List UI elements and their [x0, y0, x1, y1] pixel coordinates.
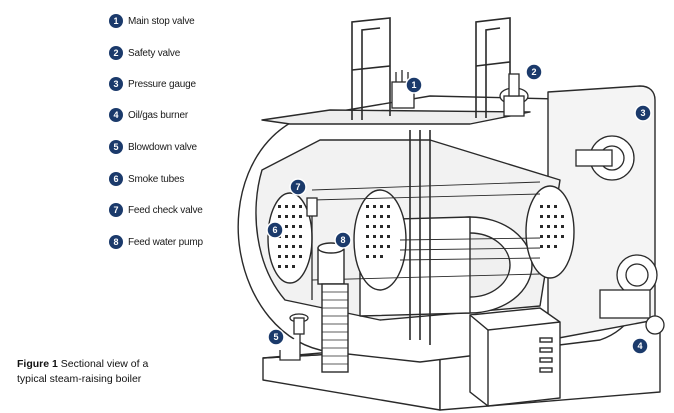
figure-label: Figure 1: [17, 358, 58, 370]
legend-label-oil-gas-burner: Oil/gas burner: [128, 109, 189, 121]
callout-4: 4: [631, 337, 649, 355]
legend-badge-5: 5: [109, 140, 123, 154]
caption-line-1: Sectional view of a: [57, 358, 149, 370]
callout-6: 6: [266, 221, 284, 239]
smoke-tube-plate-right: [525, 185, 575, 279]
svg-text:7: 7: [295, 182, 300, 192]
top-rails: [351, 17, 511, 345]
top-walkway-plate: [261, 109, 531, 125]
burner-drawing: [575, 135, 665, 335]
legend-badge-4: 4: [109, 108, 123, 122]
legend-label-safety-valve: Safety valve: [128, 47, 181, 59]
legend-item-blowdown-valve: 5 Blowdown valve: [109, 139, 197, 155]
legend-item-feed-check-valve: 7 Feed check valve: [109, 202, 203, 218]
feed-check-valve-drawing: [306, 197, 318, 300]
smoke-tubes-left: [278, 205, 302, 268]
legend-label-blowdown-valve: Blowdown valve: [128, 141, 197, 153]
tube-lines: [311, 181, 541, 281]
svg-text:2: 2: [531, 67, 536, 77]
legend-badge-8: 8: [109, 235, 123, 249]
legend-item-main-stop-valve: 1 Main stop valve: [109, 13, 195, 29]
svg-text:5: 5: [273, 332, 278, 342]
legend-label-feed-water-pump: Feed water pump: [128, 236, 203, 248]
caption-line-2: typical steam-raising boiler: [17, 373, 142, 385]
legend-badge-1: 1: [109, 14, 123, 28]
svg-text:3: 3: [640, 108, 645, 118]
legend-item-oil-gas-burner: 4 Oil/gas burner: [109, 107, 188, 123]
legend-item-pressure-gauge: 3 Pressure gauge: [109, 76, 196, 92]
svg-text:8: 8: [340, 235, 345, 245]
legend-badge-2: 2: [109, 46, 123, 60]
callout-2: 2: [525, 63, 543, 81]
legend-label-main-stop-valve: Main stop valve: [128, 15, 195, 27]
smoke-tubes-mid: [366, 205, 390, 258]
legend-item-safety-valve: 2 Safety valve: [109, 45, 180, 61]
figure-caption: Figure 1 Sectional view of a typical ste…: [17, 357, 217, 387]
callout-3: 3: [634, 104, 652, 122]
smoke-tubes-pattern: [278, 205, 564, 268]
callout-1: 1: [405, 76, 423, 94]
callout-5: 5: [267, 328, 285, 346]
feed-water-pump-drawing: [317, 242, 349, 373]
legend-item-feed-water-pump: 8 Feed water pump: [109, 234, 203, 250]
safety-valve-drawing: [499, 73, 529, 117]
smoke-tubes-right: [540, 205, 564, 248]
legend-label-smoke-tubes: Smoke tubes: [128, 173, 185, 185]
callout-7: 7: [289, 178, 307, 196]
legend-item-smoke-tubes: 6 Smoke tubes: [109, 171, 184, 187]
svg-text:1: 1: [411, 80, 416, 90]
legend-label-feed-check-valve: Feed check valve: [128, 204, 203, 216]
callout-8: 8: [334, 231, 352, 249]
legend-badge-7: 7: [109, 203, 123, 217]
svg-text:6: 6: [272, 225, 277, 235]
legend-label-pressure-gauge: Pressure gauge: [128, 78, 196, 90]
svg-text:4: 4: [637, 341, 642, 351]
control-panel-drawing: [469, 307, 561, 407]
legend-badge-3: 3: [109, 77, 123, 91]
legend-badge-6: 6: [109, 172, 123, 186]
blowdown-valve-drawing: [279, 313, 309, 361]
